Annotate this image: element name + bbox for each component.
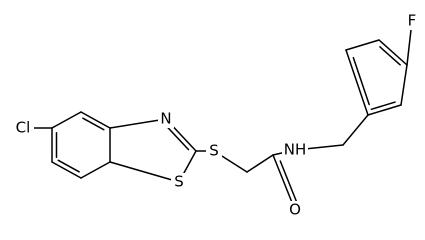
bond-double-inner (82, 117, 105, 131)
bond-double-inner (352, 56, 370, 106)
bond-benzyl (342, 114, 369, 146)
bonds (22, 20, 413, 211)
bond-aryl (367, 104, 402, 116)
atom-label-s-ring: S (174, 173, 184, 191)
bond-aryl (400, 64, 408, 106)
bond-aryl (378, 39, 408, 66)
bond-ring (80, 111, 111, 129)
bond-carbonyl (272, 154, 296, 211)
bond-aryl (345, 49, 369, 116)
atom-label-o: O (289, 201, 301, 219)
atom-cl: Cl (12, 118, 34, 138)
bond-double-inner (379, 46, 401, 66)
bond-ring (51, 161, 82, 179)
molecule-svg: Cl N S S NH O (12, 11, 419, 219)
atom-label-cl: Cl (16, 119, 31, 137)
bond-chain (246, 154, 274, 173)
bond-double-inner (279, 160, 297, 202)
atom-f: F (405, 12, 419, 30)
atom-o: O (286, 201, 304, 219)
atom-label-nh: NH (284, 141, 307, 159)
atom-nh: NH (282, 141, 308, 159)
bond-ring (109, 161, 180, 183)
structure-diagram: Cl N S S NH O (12, 11, 419, 219)
bond-double-inner (370, 101, 396, 111)
bond-ring (80, 161, 111, 179)
bond-double-inner (57, 159, 80, 173)
atom-label-s-thio: S (209, 142, 219, 160)
atom-label-n-ring: N (160, 110, 171, 128)
atom-label-f: F (408, 12, 417, 30)
bond-aryl (345, 39, 380, 51)
bond-ring (109, 118, 167, 129)
atom-n-ring: N (158, 110, 174, 128)
atom-labels: Cl N S S NH O (12, 12, 419, 219)
atom-s-thio: S (206, 142, 222, 160)
atom-s-ring: S (171, 173, 187, 191)
bond-ring (51, 111, 82, 129)
bond-double-inner (166, 125, 190, 151)
